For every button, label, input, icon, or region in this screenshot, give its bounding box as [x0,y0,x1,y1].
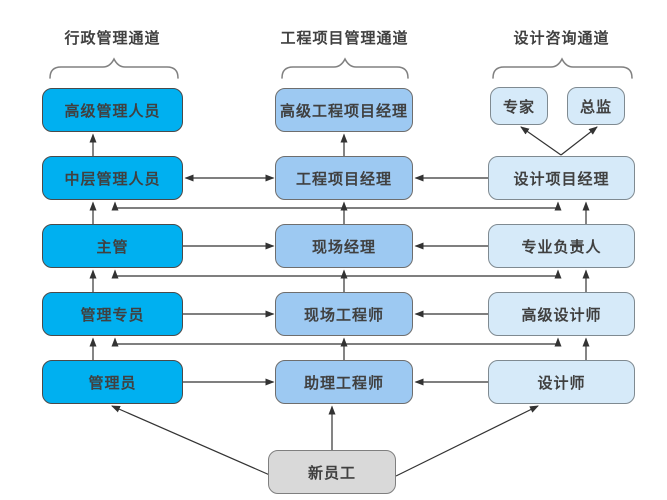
node-new-employee: 新员工 [268,450,396,494]
node-senior-project-manager: 高级工程项目经理 [275,88,413,132]
node-middle-management: 中层管理人员 [42,156,183,200]
node-expert: 专家 [490,87,548,125]
channel-braces [49,57,633,79]
brace-admin [49,57,179,79]
brace-project [281,57,409,79]
node-senior-designer: 高级设计师 [488,292,635,336]
node-designer: 设计师 [488,360,635,404]
promotion-arrows [89,126,598,477]
channel-title-admin: 行政管理通道 [64,30,161,47]
node-site-engineer: 现场工程师 [275,292,413,336]
node-senior-management: 高级管理人员 [42,88,183,132]
node-site-manager: 现场经理 [275,224,413,268]
node-supervisor: 主管 [42,224,183,268]
channel-title-project: 工程项目管理通道 [280,30,409,47]
brace-design [492,57,633,79]
node-admin-specialist: 管理专员 [42,292,183,336]
node-design-project-manager: 设计项目经理 [488,156,635,200]
node-director: 总监 [567,87,625,125]
node-assistant-engineer: 助理工程师 [275,360,413,404]
node-administrator: 管理员 [42,360,183,404]
node-discipline-lead: 专业负责人 [488,224,635,268]
node-project-manager: 工程项目经理 [275,156,413,200]
channel-title-design: 设计咨询通道 [513,30,610,47]
